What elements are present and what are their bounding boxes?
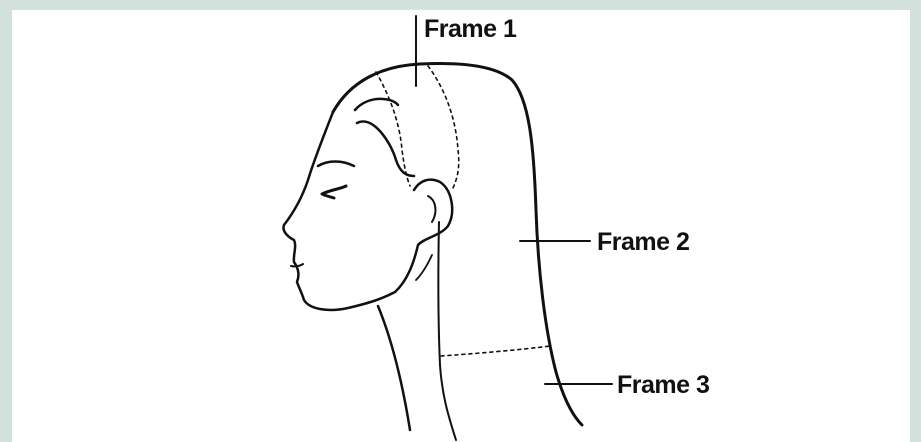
neck-shading xyxy=(416,255,432,280)
frame1-right-boundary xyxy=(428,66,459,190)
ear-inner xyxy=(428,196,435,222)
hair-outline xyxy=(333,63,582,425)
eyebrow xyxy=(318,162,354,167)
hair-inner-line xyxy=(438,222,456,440)
eye xyxy=(322,186,346,198)
frame1-label: Frame 1 xyxy=(424,17,516,42)
frame2-label: Frame 2 xyxy=(597,230,689,255)
face-profile xyxy=(283,112,395,310)
jaw-line xyxy=(395,180,452,292)
hair-strand xyxy=(355,99,414,176)
neck-front xyxy=(378,306,410,430)
frame3-boundary xyxy=(441,346,550,356)
frame1-left-boundary xyxy=(376,72,410,186)
frame3-label: Frame 3 xyxy=(617,373,709,398)
